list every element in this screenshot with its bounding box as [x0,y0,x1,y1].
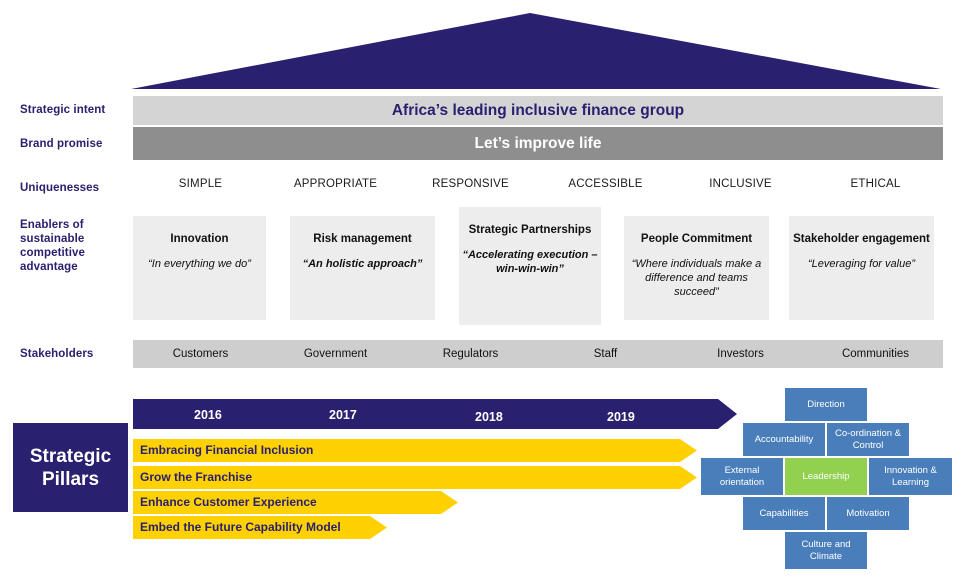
enabler-title: People Commitment [640,233,753,245]
uniqueness-item: APPROPRIATE [293,178,378,190]
enabler-quote: “In everything we do” [148,258,251,270]
uniqueness-item: ETHICAL [850,178,901,190]
enabler-quote: “Accelerating execution – win-win-win” [462,249,598,275]
enabler-card[interactable]: Risk management “An holistic approach” [290,216,435,320]
uniqueness-item: INCLUSIVE [709,178,772,190]
row-label-strategic-intent: Strategic intent [20,104,106,116]
stakeholder-item: Investors [717,348,764,360]
enabler-title: Risk management [313,233,412,245]
row-label-uniquenesses: Uniquenesses [20,182,100,194]
pillar-label-4: Embed the Future Capability Model [140,520,341,534]
uniqueness-item: SIMPLE [178,178,223,190]
enabler-quote: “An holistic approach” [302,258,423,270]
enabler-quote: “Leveraging for value” [807,258,915,270]
stakeholder-item: Government [303,348,368,360]
strategic-pillars-title-line1: Strategic [29,445,112,467]
enabler-card[interactable]: Stakeholder engagement “Leveraging for v… [789,216,934,320]
stakeholder-item: Regulators [442,348,499,360]
leadership-box-accountability[interactable]: Accountability [743,423,825,456]
uniquenesses-row: SIMPLE APPROPRIATE RESPONSIVE ACCESSIBLE… [133,178,943,198]
strategic-pillars-box: Strategic Pillars [13,423,128,512]
leadership-box-external-orientation[interactable]: External orientation [701,458,783,495]
timeline-year-2019: 2019 [607,410,635,424]
stakeholders-bar: Customers Government Regulators Staff In… [133,340,943,368]
pillar-arrow-shape-1 [133,439,697,462]
strategic-intent-text: Africa’s leading inclusive finance group [391,101,685,119]
stakeholder-item: Communities [841,348,910,360]
leadership-box-culture-climate[interactable]: Culture and Climate [785,532,867,569]
leadership-box-innovation-learning[interactable]: Innovation & Learning [869,458,952,495]
enabler-title: Innovation [170,233,229,245]
leadership-box-motivation[interactable]: Motivation [827,497,909,530]
timeline-arrow-shape [133,399,737,429]
row-label-enablers: Enablers of sustainable competitive adva… [20,219,86,273]
roof-triangle-icon [131,13,941,89]
enabler-title: Stakeholder engagement [793,233,930,245]
timeline-year-2016: 2016 [194,408,222,422]
uniqueness-item: RESPONSIVE [432,178,509,190]
strategic-pillars-title-line2: Pillars [41,468,100,490]
stakeholder-item: Staff [593,348,618,360]
timeline-year-2017: 2017 [329,408,357,422]
leadership-box-capabilities[interactable]: Capabilities [743,497,825,530]
brand-promise-text: Let’s improve life [474,134,602,152]
stakeholder-item: Customers [172,348,229,360]
pillar-label-3: Enhance Customer Experience [140,495,317,509]
timeline-year-2018: 2018 [475,410,503,424]
brand-promise-banner: Let’s improve life [133,127,943,160]
row-label-stakeholders: Stakeholders [20,348,94,360]
leadership-box-direction[interactable]: Direction [785,388,867,421]
enabler-card[interactable]: People Commitment “Where individuals mak… [624,216,769,320]
pillar-arrow-shape-4 [133,516,387,539]
enabler-title: Strategic Partnerships [468,224,592,236]
uniqueness-item: ACCESSIBLE [568,178,643,190]
enabler-card[interactable]: Innovation “In everything we do” [133,216,266,320]
pillar-arrow-shape-2 [133,466,697,489]
enabler-quote: “Where individuals make a difference and… [631,258,762,298]
leadership-box-leadership[interactable]: Leadership [785,458,867,495]
pillar-label-1: Embracing Financial Inclusion [140,443,314,457]
leadership-box-coordination-control[interactable]: Co-ordination & Control [827,423,909,456]
row-label-brand-promise: Brand promise [20,138,103,150]
strategic-intent-banner: Africa’s leading inclusive finance group [133,96,943,125]
pillar-arrow-shape-3 [133,491,458,514]
pillar-label-2: Grow the Franchise [140,470,253,484]
enabler-card[interactable]: Strategic Partnerships “Accelerating exe… [459,207,601,325]
